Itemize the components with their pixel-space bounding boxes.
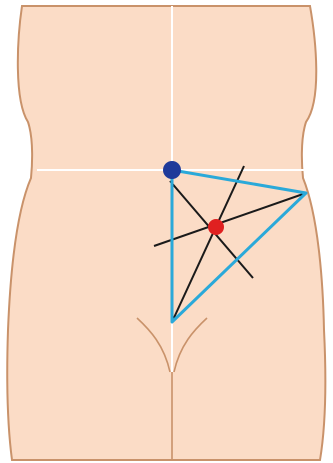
intersection-point (208, 219, 224, 235)
torso-outline (7, 6, 325, 460)
umbilicus-marker (163, 161, 181, 179)
